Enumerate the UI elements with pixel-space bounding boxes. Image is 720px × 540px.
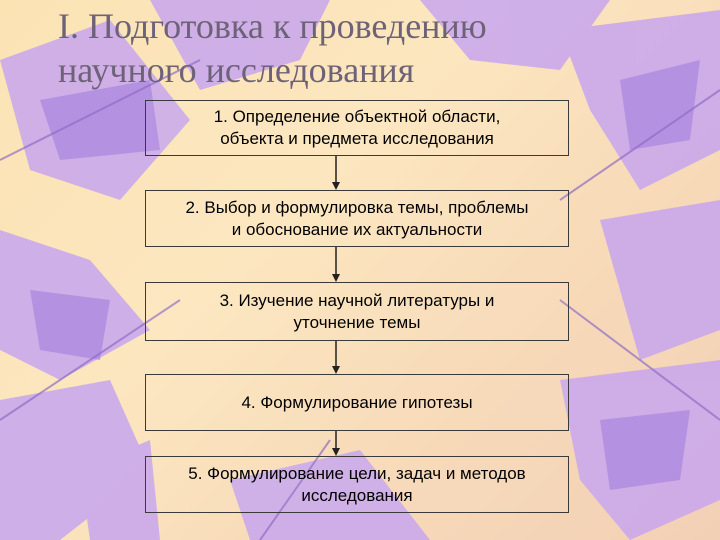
step-2-box: 2. Выбор и формулировка темы, проблемы и… — [145, 190, 569, 247]
step-2-line-2: и обоснование их актуальности — [231, 219, 483, 239]
arrow-2-to-3 — [332, 247, 340, 282]
step-3-line-1: 3. Изучение научной литературы и — [219, 290, 495, 310]
step-4-line-1: 4. Формулирование гипотезы — [241, 392, 473, 412]
slide-title-line-2: научного исследования — [58, 50, 415, 90]
step-5-box: 5. Формулирование цели, задач и методов … — [145, 456, 569, 513]
slide-title: I. Подготовка к проведению научного иссл… — [58, 4, 678, 92]
step-1-line-1: 1. Определение объектной области, — [213, 107, 501, 126]
step-3-box: 3. Изучение научной литературы и уточнен… — [145, 282, 569, 341]
arrow-3-to-4 — [332, 341, 340, 374]
step-5-line-2: исследования — [301, 485, 413, 505]
step-3-line-2: уточнение темы — [293, 312, 421, 332]
step-1-box: 1. Определение объектной области, объект… — [145, 100, 569, 156]
step-1-line-2: объекта и предмета исследования — [220, 129, 494, 148]
step-4-box: 4. Формулирование гипотезы — [145, 374, 569, 431]
arrow-1-to-2 — [332, 156, 340, 190]
step-5-line-1: 5. Формулирование цели, задач и методов — [188, 463, 526, 483]
step-2-line-1: 2. Выбор и формулировка темы, проблемы — [185, 197, 529, 217]
arrow-4-to-5 — [332, 431, 340, 456]
slide-title-line-1: I. Подготовка к проведению — [58, 6, 487, 46]
